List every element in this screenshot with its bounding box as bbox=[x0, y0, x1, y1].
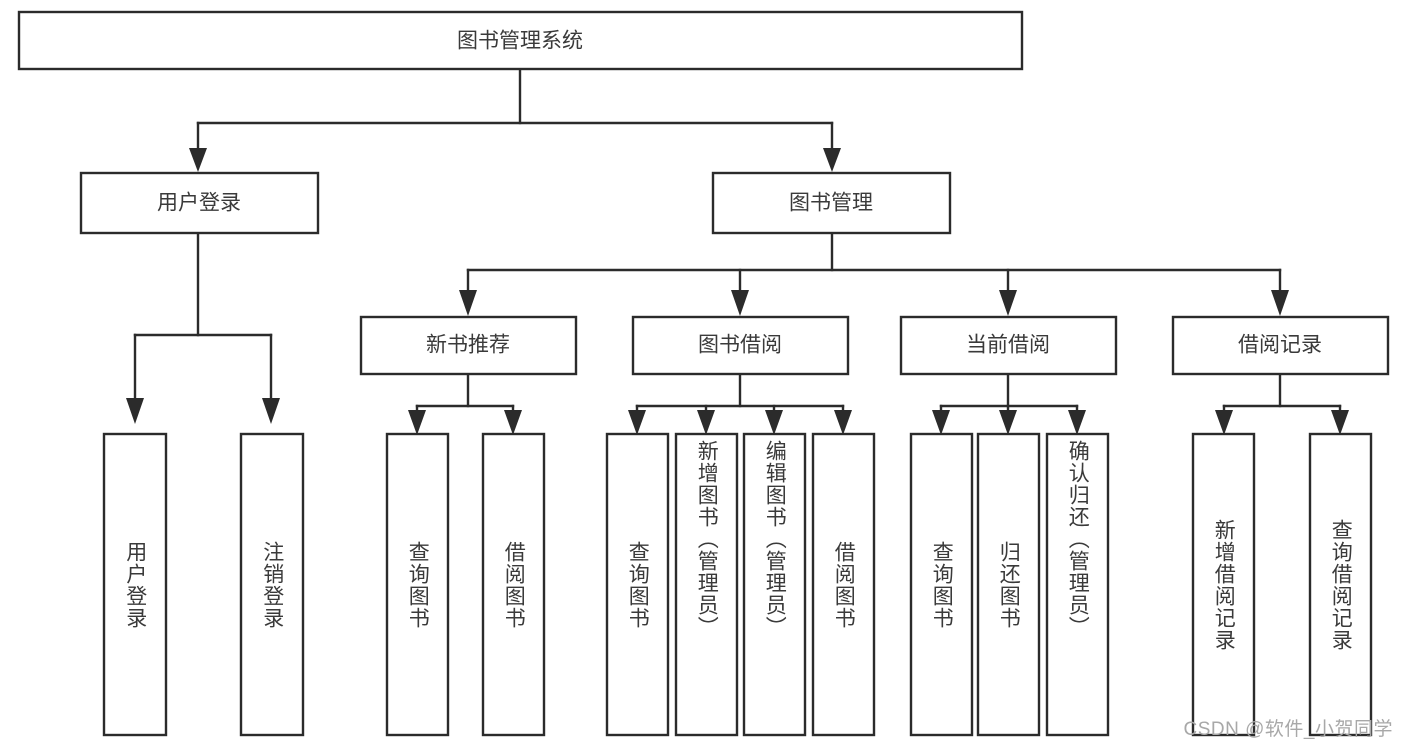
connector-borrowrecord-to-leaves bbox=[1215, 372, 1349, 435]
leaf-box-user-login[interactable] bbox=[102, 432, 168, 737]
node-borrow-record[interactable]: 借阅记录 bbox=[1171, 315, 1390, 376]
leaf-box-edit-book[interactable] bbox=[742, 432, 807, 737]
leaf-box-confirm-return[interactable] bbox=[1045, 432, 1110, 737]
leaf-box-query-book-1[interactable] bbox=[385, 432, 450, 737]
node-root-label: 图书管理系统 bbox=[457, 30, 583, 53]
node-current-borrow-label: 当前借阅 bbox=[966, 334, 1050, 357]
connector-currentborrow-to-leaves bbox=[932, 372, 1086, 435]
leaf-box-borrow-book-1[interactable] bbox=[481, 432, 546, 737]
connector-bookmanage-to-level3 bbox=[459, 231, 1289, 316]
leaf-box-add-record[interactable] bbox=[1191, 432, 1256, 737]
connector-newbook-to-leaves bbox=[408, 372, 522, 435]
node-new-book-recommend[interactable]: 新书推荐 bbox=[359, 315, 578, 376]
connector-root-to-level2 bbox=[189, 67, 841, 172]
node-book-borrow-label: 图书借阅 bbox=[698, 334, 782, 357]
leaf-box-query-book-2[interactable] bbox=[605, 432, 670, 737]
node-borrow-record-label: 借阅记录 bbox=[1238, 334, 1322, 357]
node-book-manage[interactable]: 图书管理 bbox=[711, 171, 952, 235]
leaf-box-borrow-book-2[interactable] bbox=[811, 432, 876, 737]
node-book-manage-label: 图书管理 bbox=[789, 192, 873, 215]
node-user-login-label: 用户登录 bbox=[157, 192, 241, 215]
csdn-watermark: CSDN @软件_小贺同学 bbox=[1183, 719, 1393, 740]
leaf-box-query-record[interactable] bbox=[1308, 432, 1373, 737]
leaf-box-add-book[interactable] bbox=[674, 432, 739, 737]
node-current-borrow[interactable]: 当前借阅 bbox=[899, 315, 1118, 376]
leaf-box-logout[interactable] bbox=[239, 432, 305, 737]
node-new-book-recommend-label: 新书推荐 bbox=[426, 334, 510, 357]
connector-bookborrow-to-leaves bbox=[628, 372, 852, 435]
connector-userlogin-to-leaves bbox=[126, 231, 280, 424]
leaf-box-return-book[interactable] bbox=[976, 432, 1041, 737]
node-book-borrow[interactable]: 图书借阅 bbox=[631, 315, 850, 376]
node-root[interactable]: 图书管理系统 bbox=[17, 10, 1024, 71]
leaf-box-query-book-3[interactable] bbox=[909, 432, 974, 737]
node-user-login[interactable]: 用户登录 bbox=[79, 171, 320, 235]
